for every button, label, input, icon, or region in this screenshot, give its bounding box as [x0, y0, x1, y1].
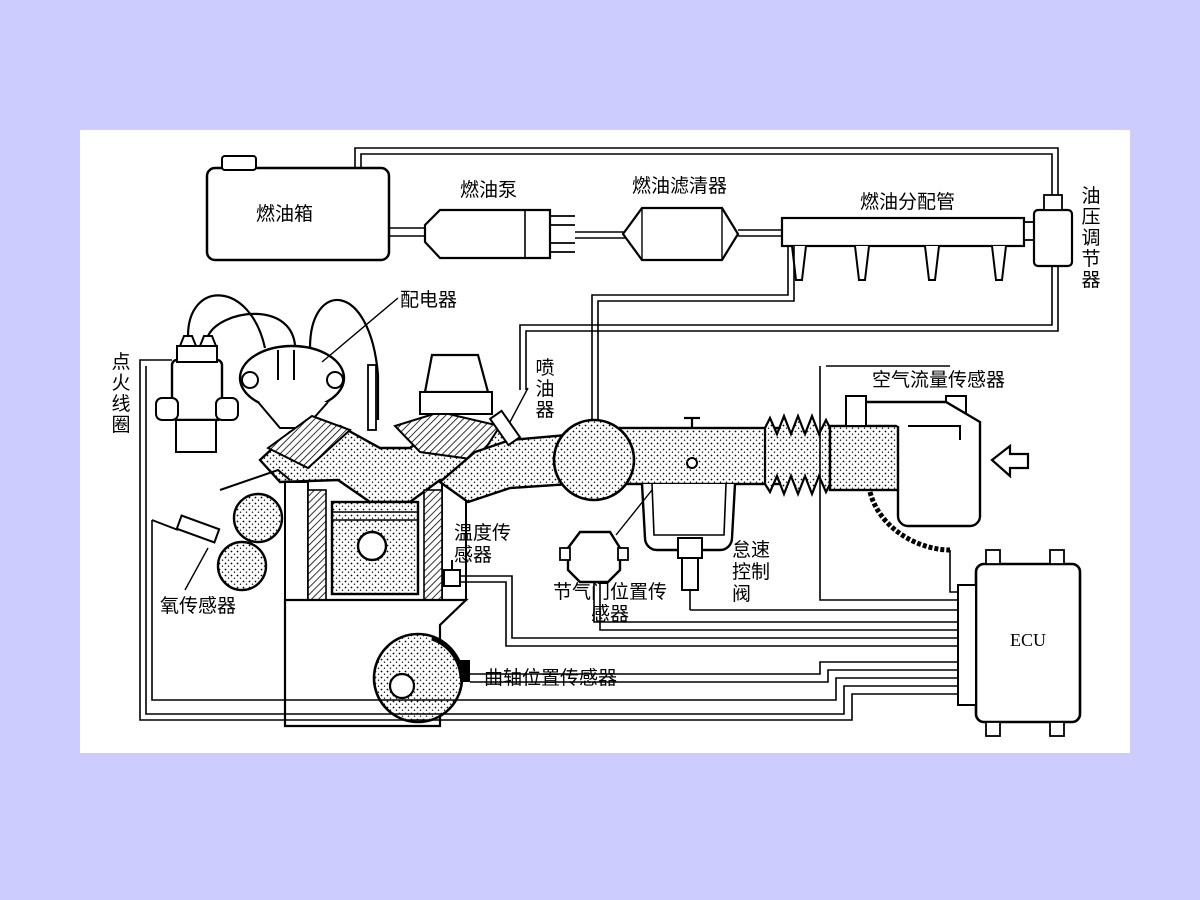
- label-ecu: ECU: [1010, 630, 1046, 650]
- label-fuel-tank: 燃油箱: [256, 203, 314, 225]
- throttle-position-sensor: [559, 530, 629, 584]
- fuel-tank: [205, 155, 391, 262]
- fuel-pump: [423, 208, 575, 260]
- label-fuel-rail: 燃油分配管: [860, 191, 956, 213]
- ignition-coil: [155, 335, 239, 453]
- exhaust-manifold: [216, 468, 291, 592]
- efi-system-diagram: [139, 147, 1082, 737]
- injector: [488, 409, 522, 447]
- label-oxygen-sensor: 氧传感器: [160, 595, 237, 617]
- label-temperature-sensor: 温度传感器: [454, 522, 512, 566]
- label-ignition-coil: 点火线圈: [111, 351, 131, 436]
- throttle-body: [684, 416, 700, 469]
- intake-manifold: [438, 418, 782, 504]
- air-flow-sensor: [828, 395, 982, 553]
- label-injector: 喷油器: [535, 357, 555, 421]
- pressure-regulator: [519, 194, 1074, 390]
- ecu-box: [957, 549, 1082, 737]
- label-air-flow-sensor: 空气流量传感器: [872, 369, 1006, 391]
- distributor: [238, 344, 346, 429]
- label-fuel-filter: 燃油滤清器: [632, 175, 728, 197]
- label-throttle-position-sensor: 节气门位置传感器: [552, 581, 667, 625]
- diagram-panel: 燃油箱 燃油泵 燃油滤清器 燃油分配管 油压调节器 配电器 点火线圈 喷油器 空…: [80, 130, 1130, 753]
- label-crankshaft-position-sensor: 曲轴位置传感器: [484, 667, 618, 689]
- crankshaft-pulley: [372, 632, 470, 724]
- label-pressure-regulator: 油压调节器: [1081, 185, 1101, 291]
- fuel-rail: [780, 216, 1026, 281]
- label-fuel-pump: 燃油泵: [460, 179, 518, 201]
- temperature-sensor: [443, 569, 461, 587]
- label-idle-control-valve: 怠速控制阀: [732, 539, 771, 605]
- fuel-return-line: [354, 147, 1059, 195]
- idle-control-valve: [640, 483, 737, 610]
- air-inlet-arrow: [990, 443, 1030, 479]
- fuel-filter: [621, 206, 740, 262]
- oxygen-sensor: [151, 514, 221, 544]
- ecu-wiring: [151, 365, 958, 721]
- label-distributor: 配电器: [400, 289, 458, 311]
